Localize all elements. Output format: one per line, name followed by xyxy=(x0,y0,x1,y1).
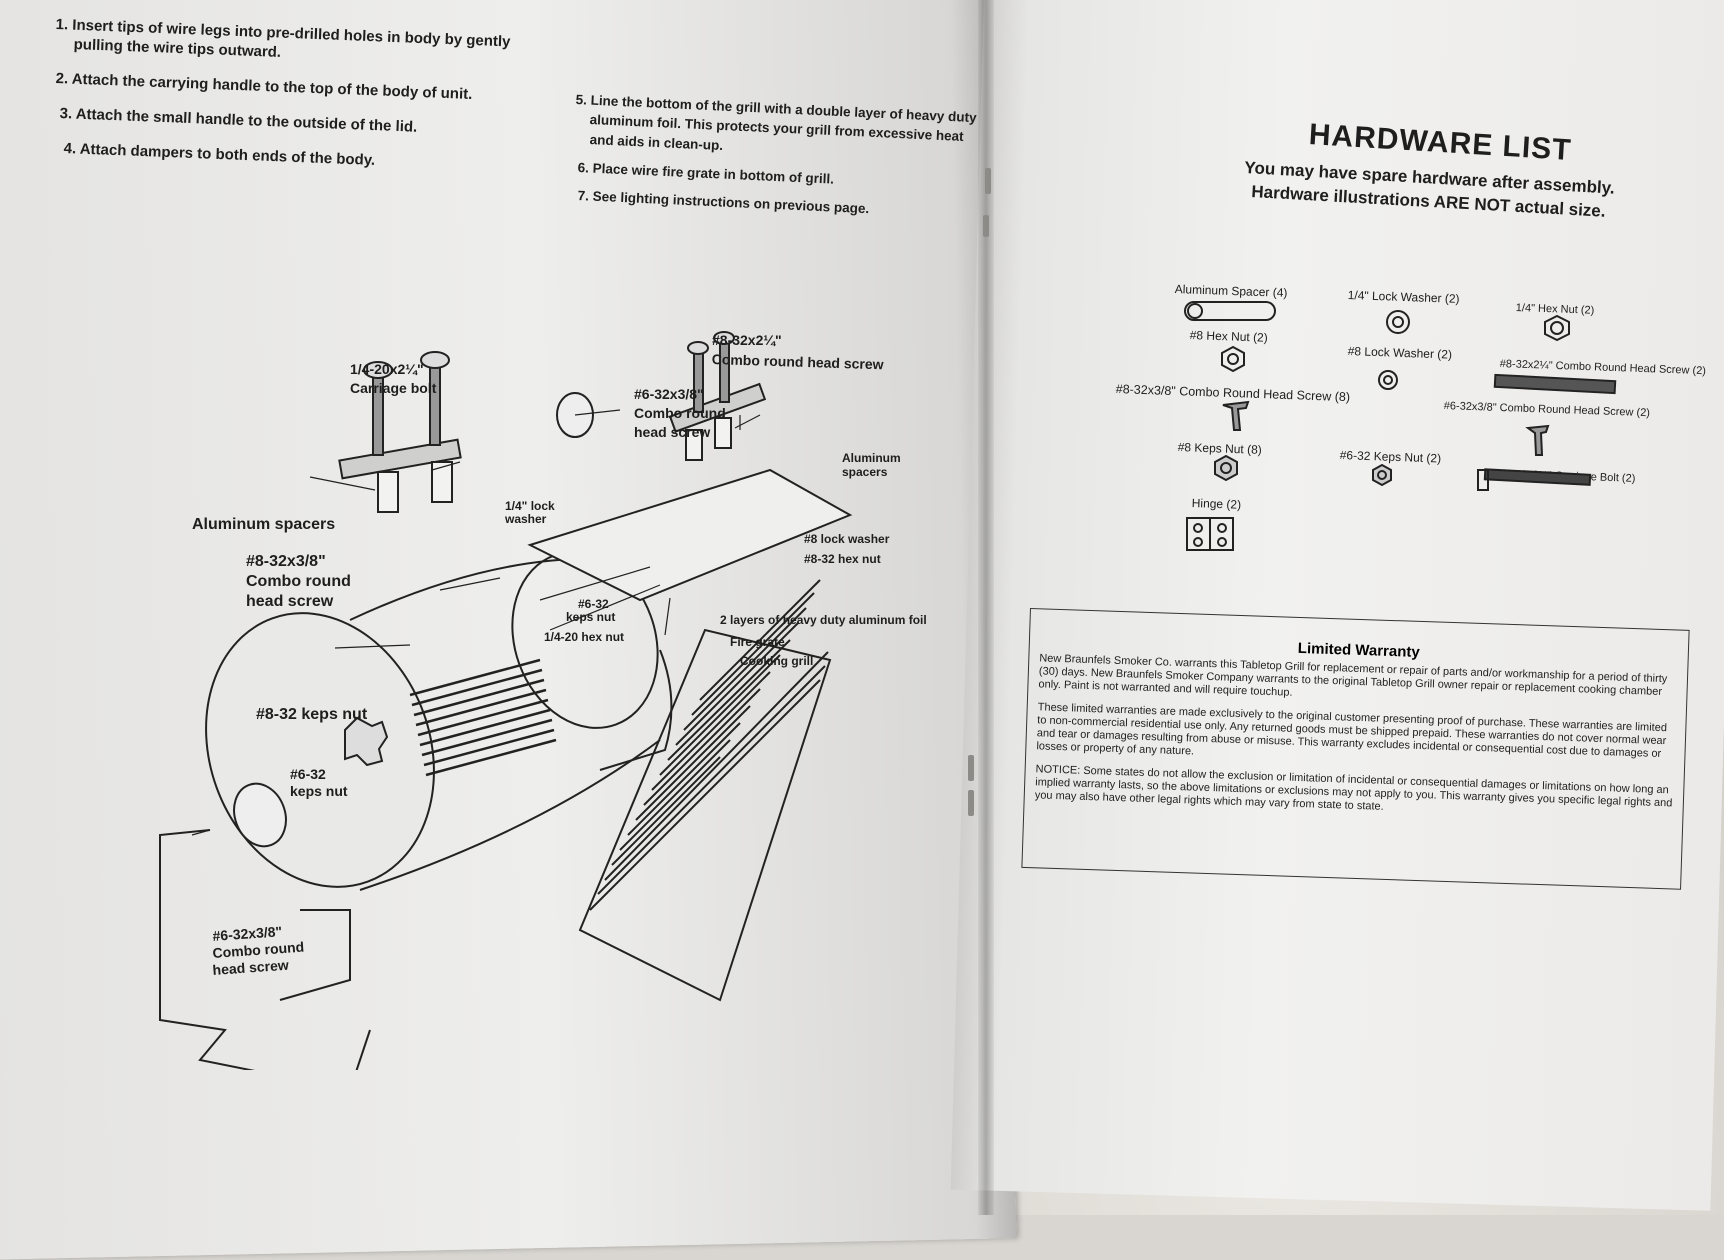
callout-keps-nut-6: #6-32 xyxy=(578,597,609,611)
keps-nut-6-icon xyxy=(1372,463,1392,487)
callout-hex-nut-1420: 1/4-20 hex nut xyxy=(544,630,625,644)
callout-carriage-bolt-size: 1/4-20x2¼" xyxy=(350,361,424,377)
staple xyxy=(985,168,991,194)
hex-nut-8-icon xyxy=(1221,345,1245,373)
callout-aluminum-spacers-left: Aluminum spacers xyxy=(192,516,336,533)
carriage-bolt-icon xyxy=(1483,468,1592,486)
lock-washer-icon xyxy=(1386,310,1410,334)
keps-nut-8-icon xyxy=(1214,454,1238,482)
callout-keps-nut-6-cont: keps nut xyxy=(566,610,616,624)
callout-combo-8-size: #8-32x3/8" xyxy=(246,553,326,570)
hardware-illustrations xyxy=(1184,301,1617,551)
callout-fire-grate: Fire grate xyxy=(730,635,785,649)
warranty-box: Limited Warranty New Braunfels Smoker Co… xyxy=(1021,608,1690,890)
callout-aluminum-spacers-right-cont: spacers xyxy=(842,465,888,479)
callout-combo-8-cont: head screw xyxy=(246,593,334,610)
combo-screw-long-icon xyxy=(1493,373,1617,395)
callout-keps-nut-8: #8-32 keps nut xyxy=(256,706,368,723)
exploded-grill-diagram xyxy=(159,331,853,1070)
warranty-notice: NOTICE: Some states do not allow the exc… xyxy=(1034,763,1673,813)
staple xyxy=(983,215,989,237)
callout-combo-6: Combo round xyxy=(634,405,726,421)
staple xyxy=(968,790,974,816)
callout-hex-nut-8: #8-32 hex nut xyxy=(804,552,881,566)
callout-lock-washer: 1/4" lock xyxy=(505,499,555,513)
staple xyxy=(968,755,974,781)
callout-combo-screw-top-size: #8-32x2¼" xyxy=(712,332,782,348)
callout-keps-nut-6b: #6-32 xyxy=(290,766,326,782)
callout-keps-nut-6b-cont: keps nut xyxy=(290,783,348,799)
hex-nut-icon xyxy=(1544,314,1570,342)
callout-cooking-grill: Cooking grill xyxy=(740,654,814,668)
combo-screw-icon xyxy=(1222,400,1250,431)
combo-screw-6-icon xyxy=(1525,424,1550,456)
warranty-paragraph-2: These limited warranties are made exclus… xyxy=(1036,701,1668,761)
callout-foil: 2 layers of heavy duty aluminum foil xyxy=(720,613,927,627)
callout-carriage-bolt: Carriage bolt xyxy=(350,380,437,396)
aluminum-spacer-icon xyxy=(1184,301,1276,321)
callout-aluminum-spacers-right: Aluminum xyxy=(842,451,901,465)
book-gutter xyxy=(978,0,994,1215)
callout-lock-washer-cont: washer xyxy=(505,512,547,526)
callout-lock-washer-8: #8 lock washer xyxy=(804,532,890,546)
lock-washer-8-icon xyxy=(1378,370,1398,390)
callout-combo-6-size: #6-32x3/8" xyxy=(634,386,704,402)
callout-combo-8: Combo round xyxy=(246,573,351,590)
callout-combo-6-cont: head screw xyxy=(634,424,711,440)
